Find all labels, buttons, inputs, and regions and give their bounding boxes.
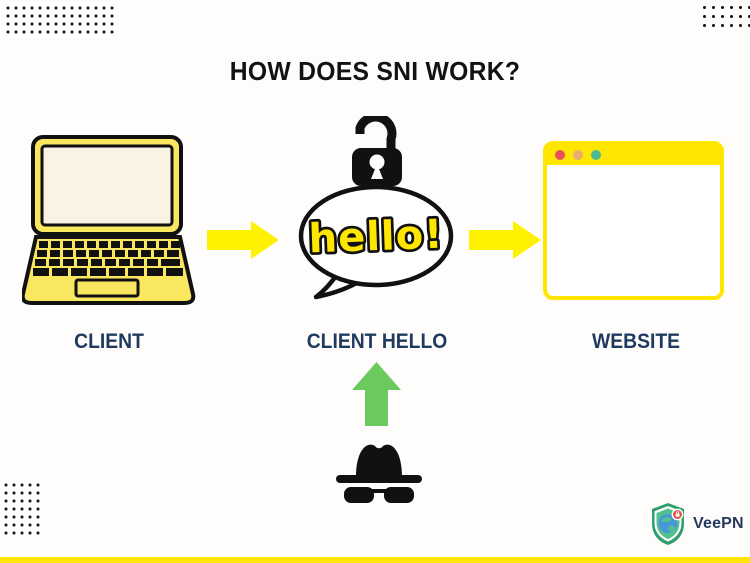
laptop-trackpad (74, 278, 140, 298)
laptop-icon (22, 135, 196, 305)
spy-icon (336, 444, 422, 503)
bottom-accent-bar (0, 557, 750, 563)
spy-glasses-right-lens (384, 487, 414, 503)
dot-pattern-bottom-left (2, 481, 42, 538)
hello-text: hello! (308, 212, 444, 263)
website-label: WEBSITE (591, 330, 681, 353)
arrow-right-icon (469, 221, 541, 259)
dot-pattern-top-left (4, 4, 116, 35)
arrow-up-icon (352, 362, 401, 426)
veepn-logo: VeePN (650, 502, 744, 546)
spy-glasses-left-lens (344, 487, 374, 503)
window-dot-orange (573, 150, 583, 160)
spy-glasses-bridge (372, 489, 386, 493)
padlock-keyhole (369, 154, 385, 170)
client-hello-label: CLIENT HELLO (306, 330, 448, 353)
logo-text: VeePN (693, 515, 744, 532)
window-dot-green (591, 150, 601, 160)
browser-titlebar (547, 145, 720, 165)
laptop-screen (40, 144, 174, 227)
browser-window-icon (543, 141, 724, 300)
window-dot-red (555, 150, 565, 160)
page-title: HOW DOES SNI WORK? (229, 56, 521, 86)
shield-globe-icon (652, 503, 684, 545)
dot-pattern-top-right (700, 3, 750, 29)
open-padlock-icon (352, 116, 402, 186)
spy-hat-crown (356, 444, 402, 477)
arrow-right-icon (207, 221, 279, 259)
padlock-shackle (355, 116, 397, 150)
spy-hat-brim (336, 475, 422, 483)
laptop-keyboard (33, 241, 183, 276)
speech-bubble: hello! (298, 184, 454, 300)
speech-bubble-body (298, 184, 454, 288)
client-label: CLIENT (74, 330, 144, 353)
